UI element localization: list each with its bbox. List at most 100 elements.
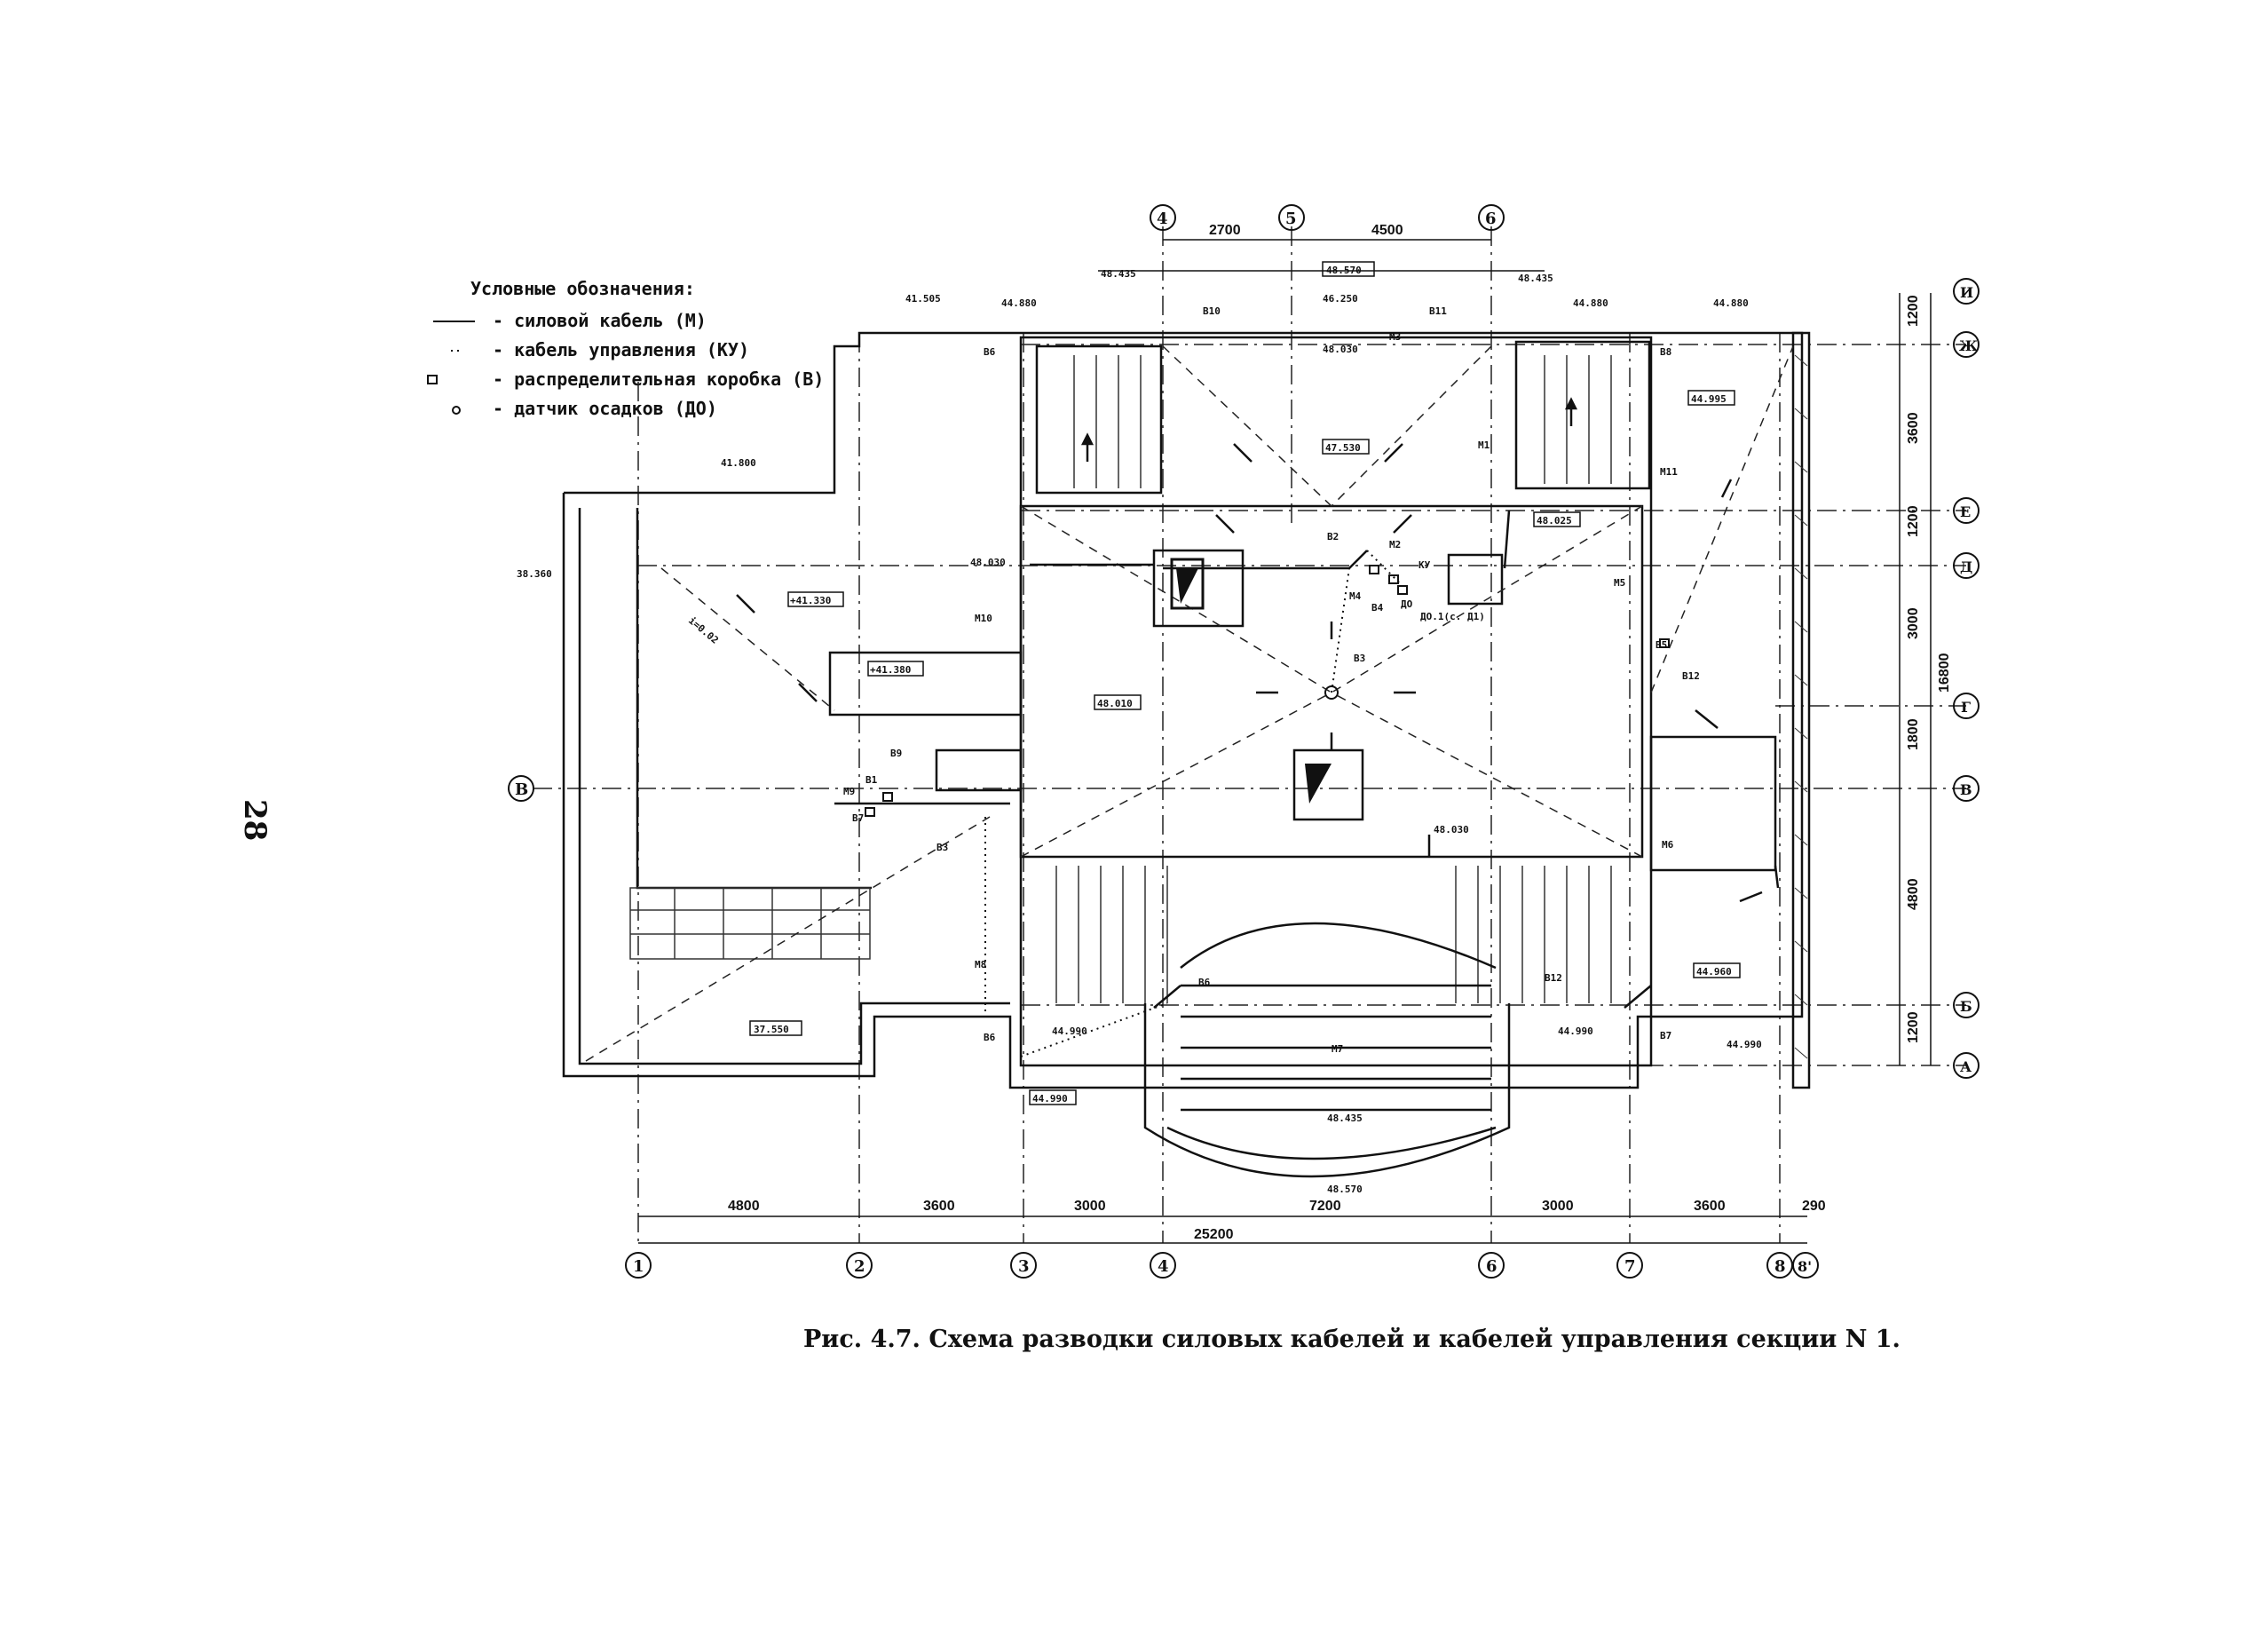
mark-do-tag: ДО.1(с. Д1) [1420,611,1485,622]
elevation-label: 47.530 [1325,442,1361,454]
elevation-label: 44.960 [1696,966,1732,978]
legend-item-control-cable: - кабель управления (КУ) [493,339,749,360]
axis-bubble-top-6: 6 [1478,204,1505,231]
dimension-text: 4800 [728,1199,760,1214]
elevation-labels: 48.570 48.435 48.435 46.250 48.030 41.50… [517,261,1762,1195]
legend-junction-box-symbol [427,375,438,384]
axis-bubble-right-d: Д [1953,552,1980,579]
svg-text:8': 8' [1798,1258,1812,1275]
mark-m10: М10 [975,613,992,624]
svg-text:6: 6 [1485,210,1497,228]
mark-bu: В3 [1354,653,1365,664]
mark-do: ДО [1401,598,1413,610]
svg-text:Д: Д [1960,558,1972,575]
axis-bubble-right-zh: Ж [1953,331,1980,358]
elevation-label: 48.435 [1101,268,1136,280]
elevation-label: +41.380 [870,664,911,676]
elevation-label: 44.990 [1032,1093,1068,1105]
mark-b1: В1 [865,774,878,786]
legend-title: Условные обозначения: [470,278,695,299]
dimension-text: 3000 [1542,1199,1574,1214]
mark-b7: В7 [852,812,864,824]
svg-text:5: 5 [1285,210,1297,228]
elevation-label: 46.250 [1323,293,1358,305]
axis-bubble-top-4: 4 [1150,204,1176,231]
elevation-label: 48.435 [1518,273,1553,284]
elevation-label: 48.030 [970,557,1006,568]
junction-boxes [865,565,1670,817]
mark-b5: В5 [1656,639,1667,651]
elevation-label: 44.990 [1052,1025,1087,1037]
mark-b12: В12 [1682,670,1700,682]
mark-kv: КУ [1418,559,1431,571]
elevation-label: 48.435 [1327,1113,1363,1124]
svg-text:В: В [515,780,528,799]
svg-text:Б: Б [1960,998,1972,1015]
mark-m5: М5 [1614,577,1625,589]
mark-m8: М8 [975,959,986,970]
svg-text:4: 4 [1158,1257,1169,1276]
mark-b9: В9 [890,748,902,759]
svg-text:7: 7 [1624,1257,1636,1276]
axis-bubble-bottom-2: 2 [846,1252,873,1279]
dimension-text: 7200 [1309,1199,1341,1214]
mark-b-arc-right: В12 [1545,972,1562,984]
legend-item-junction-box: - распределительная коробка (В) [493,368,824,390]
axis-bubble-bottom-6: 6 [1478,1252,1505,1279]
dimension-text: 16800 [1937,653,1952,693]
mark-b4: В4 [1371,602,1384,614]
dimension-lines [638,239,1932,1244]
legend-item-power-cable: - силовой кабель (М) [493,310,707,331]
elevation-label: 48.030 [1323,344,1358,355]
svg-text:И: И [1960,284,1973,301]
building-outline [562,331,1811,1089]
mark-m2: М2 [1389,539,1401,550]
axis-bubble-bottom-7: 7 [1616,1252,1643,1279]
elevation-label: 38.360 [517,568,552,580]
mark-b8: В8 [1660,346,1671,358]
dimension-text: 1200 [1906,1011,1921,1043]
elevation-label: 44.880 [1713,297,1749,309]
axis-bubble-bottom-1: 1 [625,1252,652,1279]
axis-bubble-right-g: Г [1953,693,1980,719]
mark-b10: В10 [1203,305,1221,317]
axis-bubble-top-5: 5 [1278,204,1305,231]
svg-text:2: 2 [854,1257,865,1276]
elevation-label: 48.025 [1537,515,1572,527]
figure-caption: Рис. 4.7. Схема разводки силовых кабелей… [803,1326,1901,1353]
stair-hatching [629,355,1612,1003]
axis-bubble-right-e: Е [1953,497,1980,524]
svg-text:6: 6 [1486,1257,1498,1276]
dimension-text: 3000 [1906,607,1921,639]
elevation-label: 48.010 [1097,698,1133,709]
dimension-text: 2700 [1209,223,1241,238]
mark-m3: М3 [1389,331,1401,343]
axis-bubble-bottom-3: 3 [1010,1252,1037,1279]
svg-text:4: 4 [1157,210,1168,228]
elevation-label: 48.030 [1434,824,1469,835]
elevation-label: 48.570 [1327,1184,1363,1195]
mark-m9: М9 [843,786,855,797]
axis-bubble-right-v: В [1953,775,1980,802]
dimension-text: 3000 [1074,1199,1106,1214]
dimension-text: 25200 [1194,1227,1234,1242]
elevation-label: 37.550 [754,1024,789,1035]
axis-bubble-bottom-8: 8 [1766,1252,1793,1279]
mark-b3: В3 [936,842,948,853]
dimension-text: 3600 [1694,1199,1726,1214]
mark-m1: М1 [1478,439,1490,451]
elevation-label: 41.505 [905,293,941,305]
axis-bubbles: 4 5 6 1 2 3 4 6 7 8 8' В И Ж Е Д Г В Б А [508,204,1980,1279]
mark-m4: М4 [1349,590,1362,602]
slope-arrows [736,397,1780,903]
control-cable-routes [984,550,1652,1057]
elevation-label: 44.880 [1001,297,1037,309]
axis-bubble-left-v: В [508,775,534,802]
dimension-text: 4500 [1371,223,1403,238]
svg-text:В: В [1960,781,1972,798]
roof-diagonals [585,345,1794,1062]
dimension-text: 1800 [1906,718,1921,750]
axis-bubble-right-b: Б [1953,992,1980,1018]
axis-bubble-bottom-4: 4 [1150,1252,1176,1279]
axis-bubble-right-a: А [1953,1052,1980,1079]
